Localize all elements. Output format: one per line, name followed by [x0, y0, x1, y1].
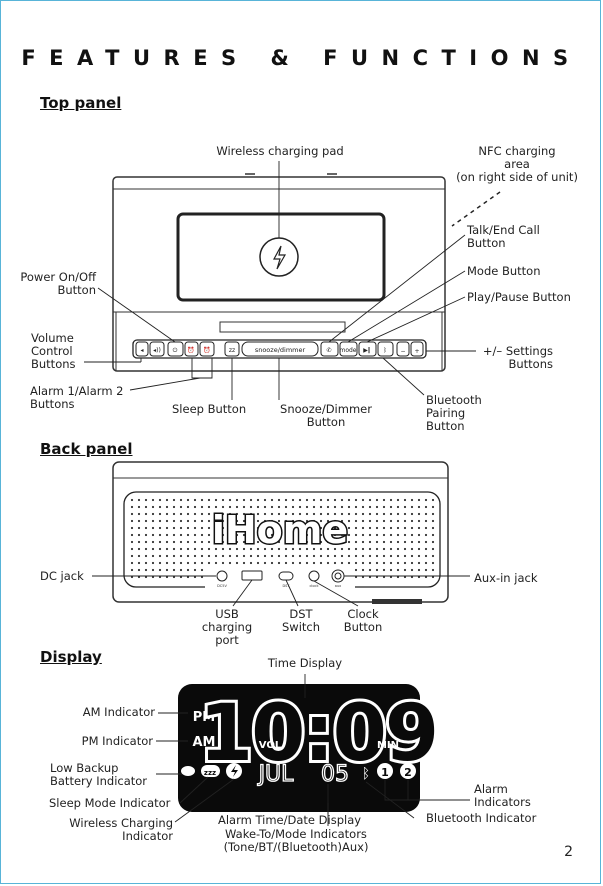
usb-line1: USB	[215, 607, 239, 621]
page-title: FEATURES & FUNCTIONS	[21, 46, 582, 70]
dst-line1: DST	[289, 607, 313, 621]
page-number: 2	[564, 844, 573, 860]
svg-text:◂: ◂	[140, 347, 143, 354]
label-aux-in: Aux-in jack	[474, 571, 538, 585]
label-play-pause: Play/Pause Button	[467, 290, 571, 304]
svg-text:aux: aux	[335, 584, 341, 588]
svg-text:ᛒ: ᛒ	[362, 766, 370, 782]
svg-text:zz: zz	[229, 347, 235, 354]
clock-line1: Clock	[347, 607, 379, 621]
label-clock-button: Clock Button	[335, 608, 391, 634]
vol-text: VOL	[259, 740, 282, 751]
alarm-ind-line2: Indicators	[474, 795, 531, 809]
svg-text:−: −	[400, 348, 405, 355]
label-bluetooth-indicator: Bluetooth Indicator	[426, 811, 537, 825]
nfc-line1: NFC charging	[478, 144, 556, 158]
top-panel-heading: Top panel	[40, 94, 122, 112]
label-dst-switch: DST Switch	[273, 608, 329, 634]
label-dc-jack: DC jack	[40, 569, 84, 583]
day-text: 05	[321, 762, 349, 787]
bt-line1: Bluetooth	[426, 393, 482, 407]
label-talk-end-call: Talk/End Call Button	[467, 224, 540, 250]
alarm-line2: Buttons	[30, 397, 75, 411]
label-sleep-button: Sleep Button	[172, 402, 247, 416]
label-pm-indicator: PM Indicator	[81, 734, 153, 748]
svg-text:zzz: zzz	[204, 769, 216, 777]
low-backup-line1: Low Backup	[50, 761, 119, 775]
snooze-bar-text: snooze/dimmer	[255, 346, 306, 354]
volume-line3: Buttons	[31, 357, 76, 371]
label-power-button: Power On/Off Button	[4, 271, 96, 297]
label-wake-to-mode: Wake-To/Mode Indicators (Tone/BT/(Blueto…	[206, 828, 386, 854]
label-alarm-date-display: Alarm Time/Date Display	[218, 813, 362, 827]
svg-text:1: 1	[381, 766, 389, 779]
snooze-line1: Snooze/Dimmer	[280, 402, 372, 416]
label-volume-control: Volume Control Buttons	[31, 332, 76, 371]
usb-line2: charging	[201, 620, 253, 634]
clock-line2: Button	[343, 620, 383, 634]
settings-line1: +/– Settings	[482, 344, 553, 358]
svg-text:DC5V: DC5V	[217, 584, 227, 588]
svg-text:clock: clock	[310, 584, 320, 588]
label-settings-buttons: +/– Settings Buttons	[460, 345, 553, 371]
nfc-line3: (on right side of unit)	[456, 170, 578, 184]
volume-line2: Control	[31, 344, 73, 358]
talk-line2: Button	[467, 236, 506, 250]
wireless-line2: Indicator	[122, 829, 173, 843]
min-text: MIN	[377, 740, 399, 751]
label-sleep-mode: Sleep Mode Indicator	[49, 796, 171, 810]
svg-text:2: 2	[404, 766, 412, 779]
label-nfc-charging-area: NFC charging area (on right side of unit…	[452, 145, 582, 184]
ihome-logo: iHome	[212, 508, 348, 552]
bt-line2: Pairing	[426, 406, 466, 420]
label-time-display: Time Display	[267, 656, 343, 670]
svg-text:+: +	[414, 348, 419, 355]
svg-text:ᛒ: ᛒ	[383, 347, 387, 354]
back-panel-heading: Back panel	[40, 440, 133, 458]
display-heading: Display	[40, 648, 102, 666]
wake-line1: Wake-To/Mode Indicators	[225, 827, 367, 841]
low-backup-line2: Battery Indicator	[50, 774, 148, 788]
label-alarm-buttons: Alarm 1/Alarm 2 Buttons	[30, 385, 124, 411]
usb-line3: port	[215, 633, 239, 647]
bt-line3: Button	[426, 419, 465, 433]
alarm-ind-line1: Alarm	[474, 782, 508, 796]
power-line2: Button	[57, 283, 96, 297]
label-usb-port: USB charging port	[195, 608, 259, 647]
volume-line1: Volume	[31, 331, 74, 345]
svg-text:⏻: ⏻	[173, 347, 178, 354]
label-mode-button: Mode Button	[467, 264, 541, 278]
wireless-line1: Wireless Charging	[69, 816, 173, 830]
label-alarm-indicators: Alarm Indicators	[474, 783, 531, 809]
svg-text:DST: DST	[282, 584, 290, 588]
am-indicator-text: AM	[193, 735, 216, 750]
settings-line2: Buttons	[508, 357, 553, 371]
dst-line2: Switch	[281, 620, 321, 634]
svg-text:⏰: ⏰	[187, 346, 194, 354]
power-line1: Power On/Off	[20, 270, 96, 284]
label-am-indicator: AM Indicator	[82, 705, 155, 719]
wake-line2: (Tone/BT/(Bluetooth)Aux)	[223, 840, 369, 854]
svg-text:⏰: ⏰	[203, 346, 210, 354]
label-snooze-dimmer: Snooze/Dimmer Button	[266, 403, 386, 429]
talk-line1: Talk/End Call	[467, 223, 540, 237]
label-bluetooth-pairing: Bluetooth Pairing Button	[426, 394, 482, 433]
pm-indicator-text: PM	[193, 710, 215, 725]
label-wireless-charging-pad: Wireless charging pad	[216, 144, 344, 158]
nfc-line2: area	[504, 157, 530, 171]
svg-text:▶‖: ▶‖	[363, 347, 371, 354]
svg-text:✆: ✆	[326, 347, 331, 354]
label-low-backup-battery: Low Backup Battery Indicator	[50, 762, 147, 788]
svg-text:mode: mode	[339, 347, 356, 354]
svg-text:◂)): ◂))	[153, 347, 161, 354]
month-text: JUL	[257, 762, 295, 787]
label-wireless-charging-indicator: Wireless Charging Indicator	[40, 817, 173, 843]
snooze-line2: Button	[306, 415, 346, 429]
alarm-line1: Alarm 1/Alarm 2	[30, 384, 124, 398]
speaker-grille	[130, 498, 435, 579]
